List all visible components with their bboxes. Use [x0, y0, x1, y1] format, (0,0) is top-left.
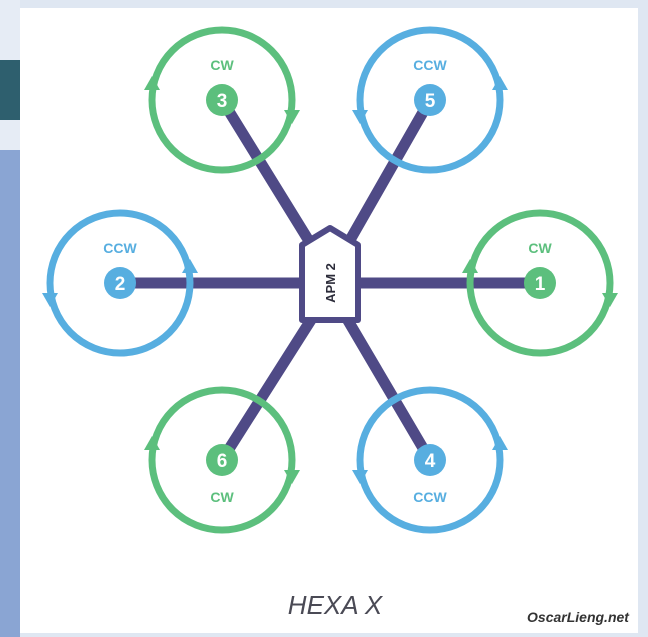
- rotation-arrow-icon: [284, 470, 300, 484]
- rotation-arrow-icon: [352, 110, 368, 124]
- rotation-arrow-icon: [182, 259, 198, 273]
- motor-number: 2: [115, 274, 126, 295]
- motor-number: 4: [425, 451, 436, 472]
- motor-hub: [104, 267, 136, 299]
- motor-hub: [414, 84, 446, 116]
- controller-label: APM 2: [323, 263, 338, 303]
- rotation-arrow-icon: [492, 76, 508, 90]
- rotation-arrow-icon: [492, 436, 508, 450]
- motor-5: 5 CCW: [352, 26, 508, 174]
- motor-number: 1: [535, 274, 546, 295]
- rotation-arrow-icon: [144, 76, 160, 90]
- rotation-ring: [148, 386, 296, 534]
- rotation-direction-label: CW: [210, 489, 234, 505]
- motor-number: 3: [217, 91, 228, 112]
- motor-2: 2 CCW: [42, 209, 198, 357]
- motor-6: 6CW: [144, 386, 300, 534]
- rotation-ring: [356, 26, 504, 174]
- apm-controller: APM 2: [299, 225, 361, 323]
- left-tab: [0, 60, 20, 120]
- motor-hub: [206, 444, 238, 476]
- rotation-arrow-icon: [602, 293, 618, 307]
- motor-number: 5: [425, 91, 436, 112]
- rotation-ring: [356, 386, 504, 534]
- rotation-direction-label: CCW: [413, 489, 447, 505]
- motor-number: 6: [217, 451, 228, 472]
- motor-hub: [206, 84, 238, 116]
- rotation-direction-label: CCW: [413, 57, 447, 73]
- rotation-ring: [148, 26, 296, 174]
- rotation-arrow-icon: [352, 470, 368, 484]
- credit-text: OscarLieng.net: [527, 609, 630, 625]
- rotation-arrow-icon: [144, 436, 160, 450]
- rotation-ring: [46, 209, 194, 357]
- rotation-ring: [466, 209, 614, 357]
- rotation-direction-label: CCW: [103, 240, 137, 256]
- frame-title: HEXA X: [288, 590, 384, 620]
- left-background-strip: [0, 150, 20, 637]
- rotation-direction-label: CW: [210, 57, 234, 73]
- motor-hub: [414, 444, 446, 476]
- rotation-arrow-icon: [284, 110, 300, 124]
- motor-1: 1 CW: [462, 209, 618, 357]
- motor-3: 3 CW: [144, 26, 300, 174]
- motor-hub: [524, 267, 556, 299]
- rotation-arrow-icon: [462, 259, 478, 273]
- rotation-arrow-icon: [42, 293, 58, 307]
- rotation-direction-label: CW: [528, 240, 552, 256]
